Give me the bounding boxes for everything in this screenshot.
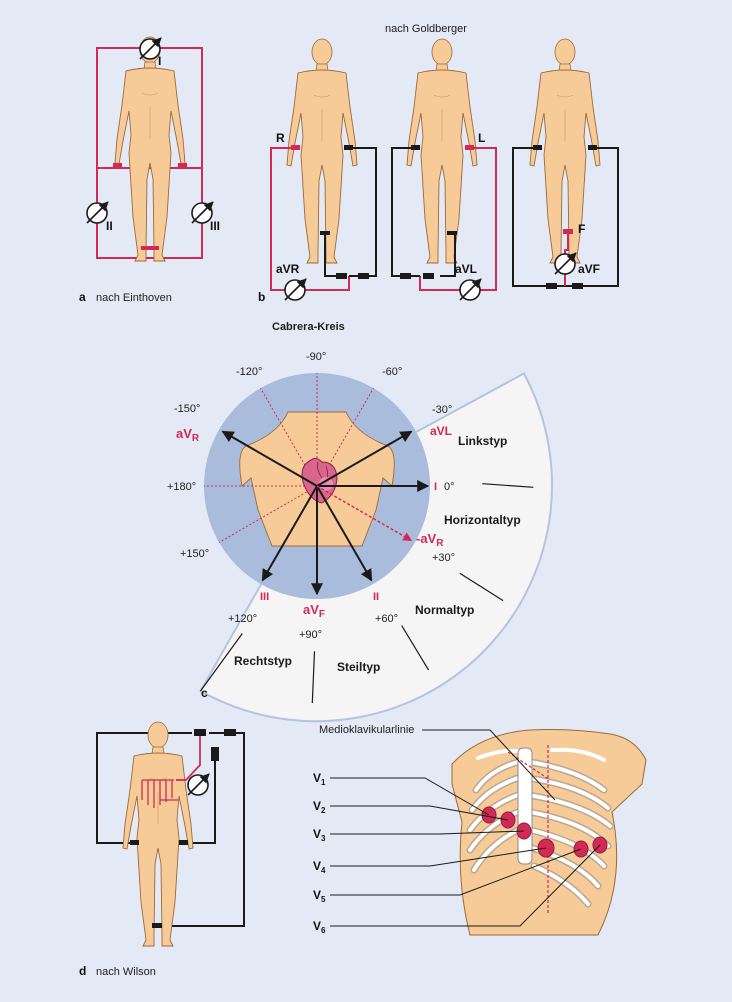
electrode-r-label: R <box>276 131 285 145</box>
panel-a-einthoven: I II III a nach Einthoven <box>79 36 220 304</box>
lead-v1-label: V1 <box>313 771 326 787</box>
angle-plus30: +30° <box>432 552 455 564</box>
angle-plus60: +60° <box>375 613 398 625</box>
medioklavikular-label: Medioklavikularlinie <box>319 724 414 736</box>
lead-avf-meter <box>555 253 576 274</box>
electrode-f-label: F <box>578 222 585 236</box>
panel-c-title: Cabrera-Kreis <box>272 321 345 333</box>
lead-avr-label: aVR <box>276 262 300 276</box>
angle-plus150: +150° <box>180 548 209 560</box>
panel-d-wilson: d nach Wilson <box>79 721 245 978</box>
panel-d-caption: nach Wilson <box>96 966 156 978</box>
angle-plus120: +120° <box>228 613 257 625</box>
panel-d-letter: d <box>79 964 86 978</box>
lead-v-meter <box>188 774 209 795</box>
panel-b-goldberger: nach Goldberger R aVR L aVL <box>258 23 619 304</box>
angle-minus90: -90° <box>306 351 326 363</box>
lead-ii-label: II <box>106 219 113 233</box>
lead-ii-axis-label: II <box>373 591 379 603</box>
angle-minus150: -150° <box>174 403 200 415</box>
panel-b-letter: b <box>258 290 265 304</box>
electrode-l-label: L <box>478 131 485 145</box>
panel-b-title: nach Goldberger <box>385 23 467 35</box>
type-linkstyp: Linkstyp <box>458 434 507 448</box>
type-horizontaltyp: Horizontaltyp <box>444 513 521 527</box>
panel-d-chest: Medioklavikularlinie V1 V2 V3 V4 V5 V6 <box>313 724 647 936</box>
lead-v4-label: V4 <box>313 859 326 875</box>
panel-a-caption: nach Einthoven <box>96 292 172 304</box>
type-normaltyp: Normaltyp <box>415 603 474 617</box>
lead-v5-label: V5 <box>313 888 326 904</box>
lead-avr-meter <box>285 279 306 300</box>
angle-minus60: -60° <box>382 366 402 378</box>
panel-a-letter: a <box>79 290 86 304</box>
lead-ii-meter <box>87 202 108 223</box>
lead-v3-label: V3 <box>313 827 326 843</box>
angle-plus180: +180° <box>167 481 196 493</box>
lead-i-axis-label: I <box>434 481 437 493</box>
lead-neg-avr-axis-label: -aVR <box>416 531 444 549</box>
lead-avf-axis-label: aVF <box>303 602 325 620</box>
lead-avf-label: aVF <box>578 262 600 276</box>
panel-c-letter: c <box>201 686 208 700</box>
lead-i-label: I <box>158 54 161 68</box>
angle-minus30: -30° <box>432 404 452 416</box>
panel-c-cabrera: Cabrera-Kreis <box>167 321 553 723</box>
angle-plus90: +90° <box>299 629 322 641</box>
lead-avl-axis-label: aVL <box>430 424 452 438</box>
type-rechtstyp: Rechtstyp <box>234 654 292 668</box>
lead-iii-axis-label: III <box>260 591 269 603</box>
angle-0: 0° <box>444 481 455 493</box>
lead-avl-meter <box>460 279 481 300</box>
lead-v6-label: V6 <box>313 919 326 935</box>
lead-v2-label: V2 <box>313 799 326 815</box>
type-steiltyp: Steiltyp <box>337 660 380 674</box>
angle-minus120: -120° <box>236 366 262 378</box>
lead-avr-axis-label: aVR <box>176 426 200 444</box>
lead-iii-label: III <box>210 219 220 233</box>
lead-avl-label: aVL <box>455 262 477 276</box>
